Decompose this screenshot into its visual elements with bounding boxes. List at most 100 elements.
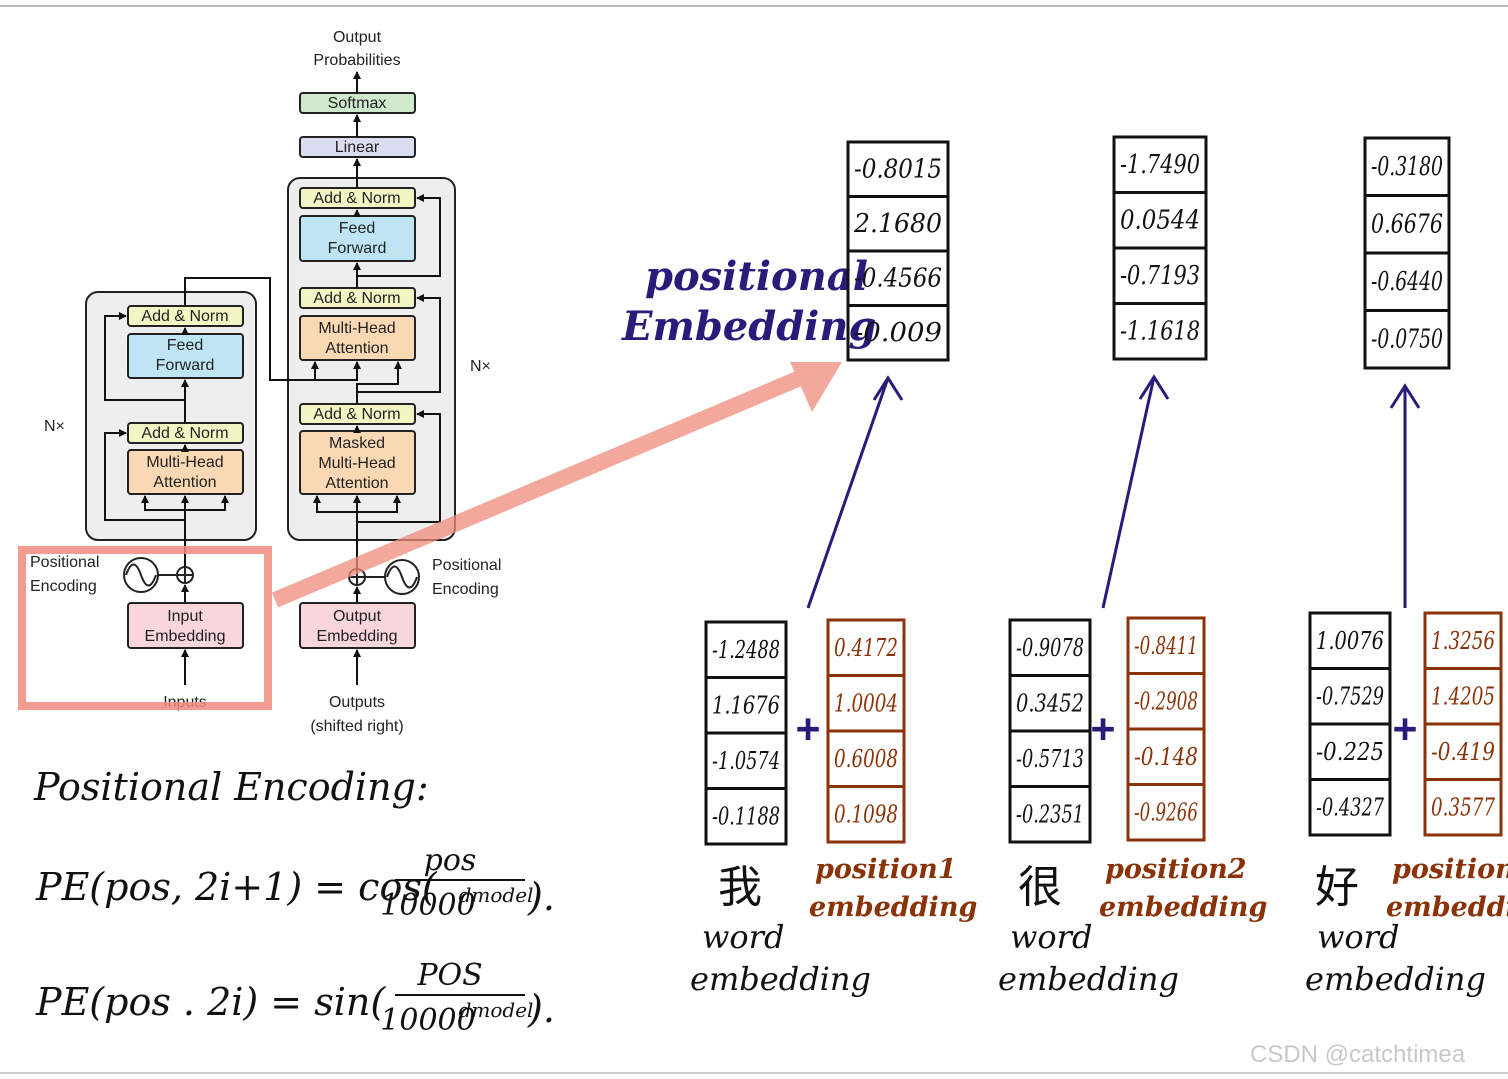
vector-cell: -0.3180 [1371,152,1443,182]
vector-cell: 0.3452 [1016,689,1084,717]
vector-cell: -1.7490 [1120,150,1200,180]
svg-text:Add & Norm: Add & Norm [141,425,228,442]
position-label-line2: embedding [809,892,977,923]
svg-text:PE(pos, 2i+1) = cos(: PE(pos, 2i+1) = cos( [35,865,438,909]
svg-text:10000: 10000 [380,888,475,923]
svg-text:Positional: Positional [432,557,501,574]
svg-text:N×: N× [470,358,491,375]
svg-text:Encoding: Encoding [30,578,97,595]
position-label-line2: embedding [1099,892,1267,923]
vector-cell: 0.4172 [834,634,898,662]
vector-cell: -0.148 [1134,743,1198,771]
plus-sign: + [796,706,820,752]
svg-text:Forward: Forward [156,357,215,374]
highlight-box [18,546,272,710]
encoder-sine-icon [123,557,159,593]
vector-cell: -0.225 [1316,738,1384,766]
svg-text:Positional: Positional [30,554,99,571]
positional-embedding-title-line2: Embedding [621,303,876,350]
svg-text:Output: Output [333,29,382,46]
svg-text:Outputs: Outputs [329,694,385,711]
svg-text:Input: Input [167,608,203,625]
svg-text:).: ). [527,987,555,1031]
vector-cell: -1.1618 [1120,316,1200,346]
word-label-line1: word [1317,918,1399,956]
vector-cell: 1.3256 [1431,627,1495,655]
token-char: 好 [1315,862,1359,913]
word-label-line1: word [1010,918,1092,956]
svg-text:Output: Output [333,608,382,625]
word-label-line2: embedding [690,960,871,998]
result-vector: -0.8015 2.1680 -0.4566 -0.009 [846,140,950,362]
vector-cell: -0.5713 [1016,745,1084,773]
vector-cell: 2.1680 [853,209,942,239]
token-column-2: -1.74900.0544-0.7193-1.1618-0.90780.3452… [998,135,1267,998]
sum-arrow [806,377,890,609]
sum-arrow-head [1389,383,1421,409]
svg-text:PE(pos . 2i) = sin(: PE(pos . 2i) = sin( [35,980,386,1024]
token-column-3: -0.31800.6676-0.6440-0.07501.0076-0.7529… [1305,136,1508,998]
vector-cell: 0.3577 [1431,793,1496,821]
svg-text:pos: pos [424,843,477,878]
vector-cell: -0.8411 [1134,632,1198,660]
vector-cell: -0.009 [854,318,942,348]
vector-cell: -0.2351 [1016,800,1084,828]
vector-cell: -1.2488 [712,636,780,664]
svg-text:Masked: Masked [329,435,385,452]
word-label-line2: embedding [1305,960,1486,998]
vector-cell: -0.9266 [1134,798,1198,826]
encoder-add-icon [176,566,194,584]
svg-text:Embedding: Embedding [317,628,398,645]
sum-arrow-head [1138,374,1170,400]
svg-text:dmodel: dmodel [459,883,534,907]
watermark: CSDN @catchtimea [1250,1041,1466,1068]
svg-text:Attention: Attention [325,340,388,357]
svg-text:).: ). [527,875,555,919]
pe-title: Positional Encoding: [33,765,429,809]
vector-cell: -0.2908 [1134,687,1198,715]
transformer-connectors [104,71,441,685]
vector-cell: -0.8015 [854,154,942,184]
highlight-arrow [271,362,842,608]
encoder-block [85,291,257,541]
token-char: 很 [1018,862,1062,913]
vector-cell: -0.7529 [1316,682,1384,710]
svg-text:Linear: Linear [335,139,380,156]
svg-text:Add & Norm: Add & Norm [313,290,400,307]
result-vector: -1.7490 0.0544 -0.7193 -1.1618 [1112,135,1208,361]
vector-cell: 1.1676 [712,691,780,719]
vector-cell: -0.4566 [854,263,942,293]
vector-cell: -0.6440 [1371,267,1443,297]
position-embedding-vector: -0.8411 -0.2908 -0.148 -0.9266 [1126,616,1206,842]
svg-text:dmodel: dmodel [459,998,534,1022]
svg-text:Encoding: Encoding [432,581,499,598]
vector-cell: 0.0544 [1120,205,1200,235]
positional-embedding-title-line1: positional [645,253,868,300]
plus-sign: + [1091,706,1115,752]
transformer-diagram: Add & Norm Feed Forward Add & Norm Multi… [30,29,501,735]
vector-cell: -0.7193 [1120,261,1200,291]
svg-text:Multi-Head: Multi-Head [318,320,395,337]
vector-cell: 0.6676 [1371,209,1443,239]
svg-text:Embedding: Embedding [145,628,226,645]
svg-text:Attention: Attention [325,475,388,492]
vector-cell: 0.1098 [834,800,898,828]
vector-cell: -0.419 [1431,738,1495,766]
vector-cell: -0.4327 [1316,793,1385,821]
position-label-line1: position2 [1105,854,1247,885]
svg-text:Probabilities: Probabilities [313,52,400,69]
token-column-1: -0.8015 2.1680 -0.4566 -0.009 -1.2488 1.1676 -… [690,140,977,998]
token-char: 我 [718,862,762,913]
svg-text:Softmax: Softmax [328,95,387,112]
svg-text:Multi-Head: Multi-Head [146,454,223,471]
word-label-line1: word [702,918,784,956]
position-label-line2: embedding [1386,892,1508,923]
svg-text:10000: 10000 [380,1003,475,1038]
vector-cell: 1.0076 [1316,627,1384,655]
vector-cell: -1.0574 [712,747,780,775]
